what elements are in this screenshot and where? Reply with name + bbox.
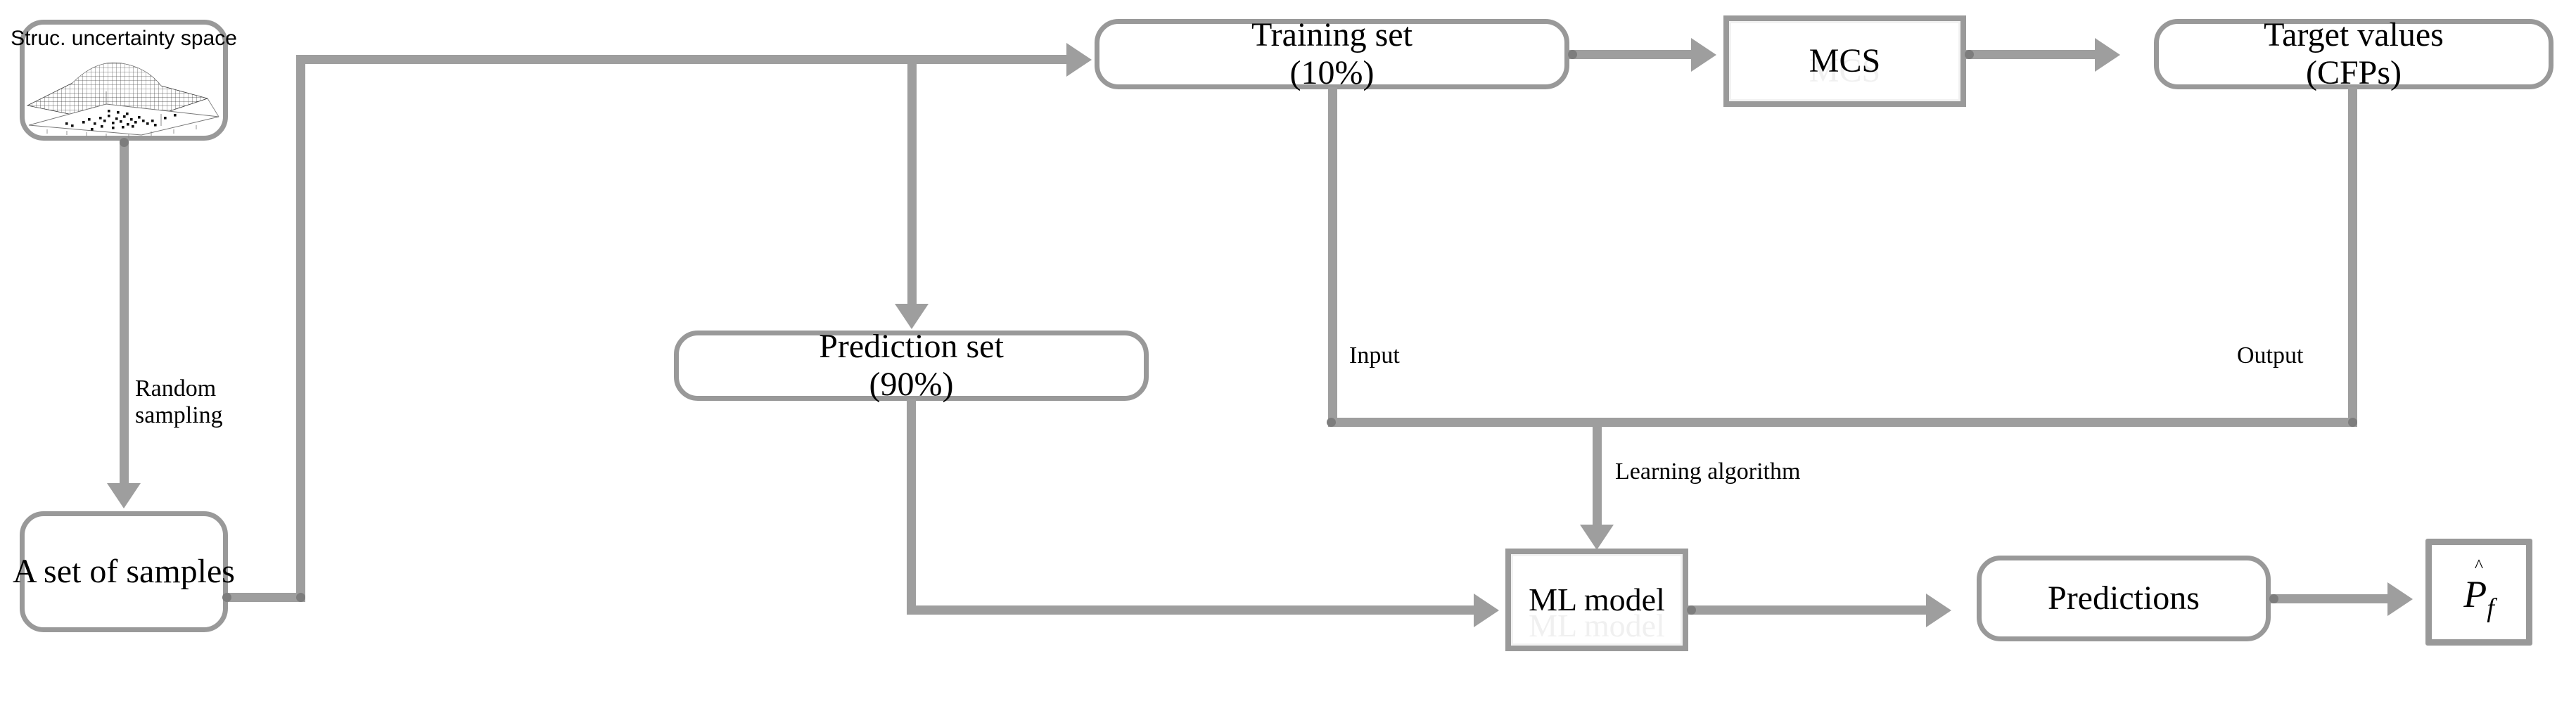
arrowhead-prediction-to-ml-model (1474, 594, 1499, 627)
ml-model-inner-frame (1511, 554, 1683, 646)
label-random-sampling-line2: sampling (135, 402, 223, 428)
ml-model-ghost-label: ML model (1529, 608, 1665, 643)
arrowhead-to-samples (107, 483, 141, 508)
arrowhead-to-ml-model (1580, 525, 1614, 550)
pf-subscript: f (2487, 594, 2494, 624)
joint-mcs-right (1965, 50, 1974, 59)
edge-predictions-to-pf (2271, 594, 2389, 603)
joint-samples-right (222, 593, 231, 602)
set-of-samples-label: A set of samples (13, 553, 235, 591)
prediction-set-line2: (90%) (869, 366, 954, 403)
node-set-of-samples[interactable]: A set of samples (13, 511, 235, 632)
joint-uncertainty-bottom (120, 138, 129, 147)
edge-samples-right-stub (224, 593, 305, 602)
label-output: Output (2237, 342, 2304, 368)
node-training-set[interactable]: Training set (10%) (1095, 16, 1569, 91)
mcs-inner-frame (1729, 21, 1960, 101)
joint-bus-left (1327, 418, 1336, 427)
ml-model-label: ML model (1529, 582, 1665, 618)
edge-training-to-mcs (1569, 50, 1692, 59)
edge-prediction-down (907, 399, 916, 610)
edge-samples-riser (296, 55, 305, 597)
arrowhead-to-predictions (1926, 594, 1951, 627)
label-learning-algorithm: Learning algorithm (1615, 459, 1801, 485)
target-values-line2: (CFPs) (2305, 54, 2402, 91)
edge-bus-to-ml-model (1593, 418, 1602, 525)
edge-ml-model-to-predictions (1688, 605, 1927, 615)
label-input: Input (1349, 342, 1400, 368)
predictions-label: Predictions (2048, 579, 2200, 617)
edge-input-output-bus (1328, 418, 2357, 427)
edge-branch-to-prediction-set (907, 55, 917, 304)
edge-prediction-to-ml-model (907, 605, 1475, 615)
arrowhead-to-prediction-set (895, 304, 929, 329)
edge-training-down-input (1328, 87, 1337, 422)
label-random-sampling: Random sampling (135, 376, 223, 429)
node-mcs[interactable]: MCS MCS (1723, 15, 1973, 114)
joint-samples-riser-bottom (296, 593, 305, 602)
pf-hat: ^ (2474, 556, 2484, 577)
mcs-label: MCS (1809, 42, 1881, 80)
node-pf[interactable]: ^ Pf (2425, 539, 2532, 646)
edge-mcs-to-target (1966, 50, 2096, 59)
arrowhead-to-mcs (1691, 38, 1716, 72)
uncertainty-space-caption: Struc. uncertainty space (11, 27, 237, 51)
surface-plot-icon (23, 55, 224, 138)
joint-bus-right (2348, 418, 2357, 427)
node-ml-model[interactable]: ML model ML model (1505, 549, 1695, 658)
joint-predictions-right (2269, 594, 2278, 603)
arrowhead-to-training-set (1066, 43, 1092, 77)
node-predictions[interactable]: Predictions (1977, 556, 2271, 641)
pf-symbol: P (2463, 573, 2487, 616)
node-prediction-set[interactable]: Prediction set (90%) (674, 328, 1149, 403)
node-target-values[interactable]: Target values (CFPs) (2154, 16, 2553, 91)
node-uncertainty-space[interactable]: Struc. uncertainty space (11, 20, 237, 141)
prediction-set-line1: Prediction set (819, 328, 1004, 366)
training-set-line1: Training set (1251, 16, 1413, 54)
arrowhead-to-pf (2387, 582, 2413, 616)
joint-ml-model-right (1687, 605, 1696, 615)
edge-uncertainty-to-samples (120, 141, 129, 483)
edge-to-training-set (296, 55, 1070, 64)
scatter-plane-icon (65, 109, 177, 131)
arrowhead-to-target-values (2095, 38, 2120, 72)
mcs-ghost-label: MCS (1809, 52, 1881, 89)
label-random-sampling-line1: Random (135, 376, 217, 402)
target-values-line1: Target values (2264, 16, 2444, 54)
joint-training-right (1568, 50, 1577, 59)
training-set-line2: (10%) (1289, 54, 1375, 91)
edge-target-down-output (2348, 87, 2357, 422)
pf-symbol-wrap: Pf (2463, 573, 2494, 624)
